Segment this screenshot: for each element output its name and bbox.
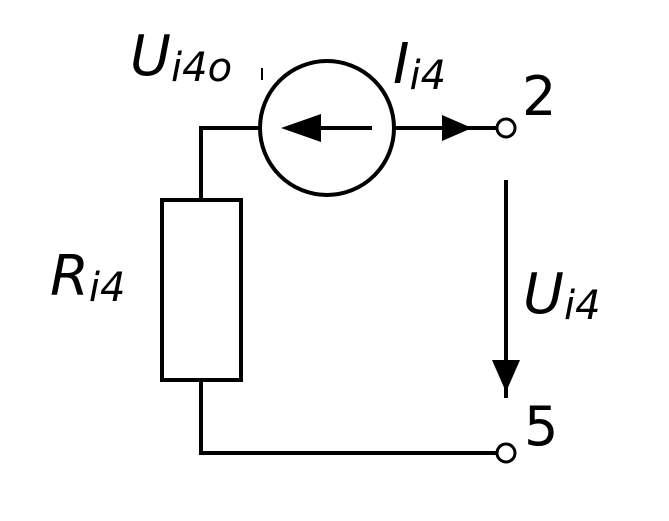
source-voltage-main: U [130,24,171,89]
resistor-main: R [50,244,89,309]
source-current-main: I [393,32,410,97]
terminal-5-label: 5 [524,395,558,458]
source-arrow-head [281,114,321,142]
voltage-arrow-head [492,360,520,392]
terminal-2-label: 2 [522,65,556,128]
source-current-label: Ii4 [393,32,446,99]
current-arrow-head [442,115,472,141]
source-voltage-label: Ui4o [130,24,232,91]
resistor-sub: i4 [89,265,126,311]
source-current-sub: i4 [410,53,447,99]
terminal-5 [495,442,517,464]
source-voltage-sub: i4o [171,45,232,91]
terminal-2 [495,117,517,139]
wire-bottom [199,380,496,455]
wire-left-top [199,126,260,200]
terminal-voltage-main: U [523,262,564,327]
terminal-voltage-label: Ui4 [523,262,601,329]
terminal-voltage-sub: i4 [564,283,601,329]
resistor-label: Ri4 [50,244,125,311]
resistor [160,198,243,382]
